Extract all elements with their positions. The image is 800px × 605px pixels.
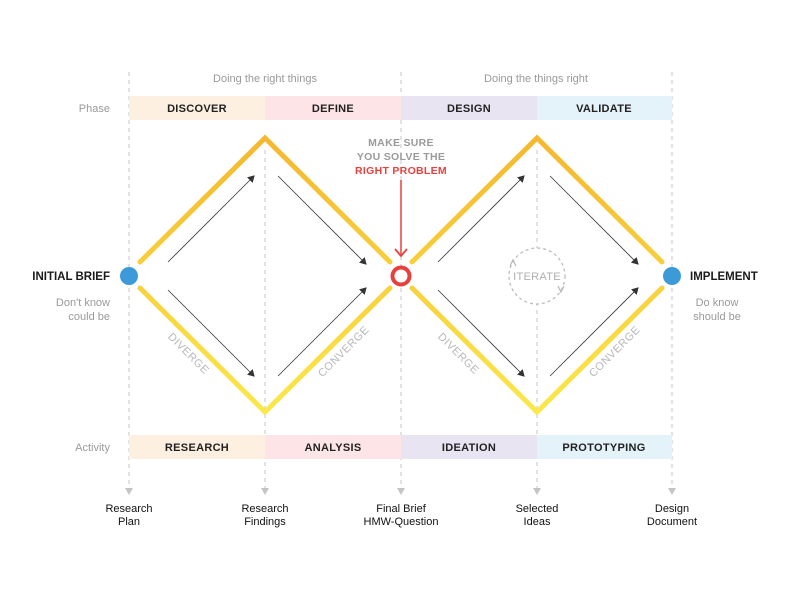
header-right: Doing the things right <box>484 73 588 85</box>
phase-band-discover <box>129 96 265 120</box>
output-5-line-1: Design <box>655 503 689 515</box>
phase-band-design <box>401 96 537 120</box>
activity-band-analysis <box>265 435 401 459</box>
phase-label-discover: DISCOVER <box>167 103 227 115</box>
output-3-line-1: Final Brief <box>376 503 426 515</box>
activity-band-prototyping <box>537 435 672 459</box>
diamond-left-outline <box>137 134 393 416</box>
arrow-converge-up-1 <box>277 287 367 377</box>
arrow-diverge-up-1 <box>167 175 255 263</box>
row-label-phase: Phase <box>79 103 110 115</box>
output-4-line-1: Selected <box>516 503 559 515</box>
activity-label-analysis: ANALYSIS <box>304 442 361 454</box>
callout: MAKE SURE YOU SOLVE THE RIGHT PROBLEM <box>355 137 447 258</box>
center-marker <box>390 265 412 287</box>
output-3-line-2: HMW-Question <box>364 516 439 528</box>
inner-arrows <box>167 175 639 377</box>
row-label-activity: Activity <box>75 442 110 454</box>
diamond-right-outline <box>409 134 665 416</box>
callout-line-2: YOU SOLVE THE <box>357 151 445 163</box>
outputs: Research Plan Research Findings Final Br… <box>105 503 697 528</box>
output-2-line-1: Research <box>241 503 288 515</box>
diamonds <box>136 134 665 416</box>
iterate-circle <box>508 247 566 305</box>
end-title: IMPLEMENT <box>690 271 758 283</box>
phase-label-design: DESIGN <box>447 103 491 115</box>
phase-label-define: DEFINE <box>312 103 354 115</box>
phase-bands: DISCOVER DEFINE DESIGN VALIDATE <box>129 96 672 120</box>
activity-label-research: RESEARCH <box>165 442 229 454</box>
arrow-converge-down-1 <box>277 175 367 265</box>
iterate-cycle: ITERATE <box>508 247 566 305</box>
end-sub-1: Do know <box>696 297 739 309</box>
output-5-line-2: Document <box>647 516 697 528</box>
output-2-line-2: Findings <box>244 516 286 528</box>
diamond-left <box>136 138 392 390</box>
arrow-converge-up-2 <box>549 287 639 377</box>
phase-band-define <box>265 96 401 120</box>
activity-band-research <box>129 435 265 459</box>
iterate-label: ITERATE <box>513 271 561 283</box>
callout-line-3: RIGHT PROBLEM <box>355 165 447 177</box>
activity-label-prototyping: PROTOTYPING <box>562 442 645 454</box>
phase-label-validate: VALIDATE <box>576 103 632 115</box>
arrow-converge-down-2 <box>549 175 639 265</box>
arrow-diverge-up-2 <box>437 175 525 263</box>
output-4-line-2: Ideas <box>524 516 551 528</box>
diverge-label-2: DIVERGE <box>435 331 481 377</box>
phase-band-validate <box>537 96 672 120</box>
start-title: INITIAL BRIEF <box>32 271 110 283</box>
ring-target-icon <box>390 265 412 287</box>
start-sub-2: could be <box>68 311 110 323</box>
activity-bands: RESEARCH ANALYSIS IDEATION PROTOTYPING <box>129 435 672 459</box>
start-sub-1: Don't know <box>56 297 110 309</box>
end-dot-icon <box>663 267 681 285</box>
output-1-line-2: Plan <box>118 516 140 528</box>
arrow-diverge-down-2 <box>437 289 525 377</box>
end-sub-2: should be <box>693 311 741 323</box>
arrow-diverge-down-1 <box>167 289 255 377</box>
callout-line-1: MAKE SURE <box>368 137 434 149</box>
header-left: Doing the right things <box>213 73 317 85</box>
output-1-line-1: Research <box>105 503 152 515</box>
start-dot-icon <box>120 267 138 285</box>
activity-label-ideation: IDEATION <box>442 442 496 454</box>
cycle-arrows-icon <box>509 258 565 294</box>
activity-band-ideation <box>401 435 537 459</box>
